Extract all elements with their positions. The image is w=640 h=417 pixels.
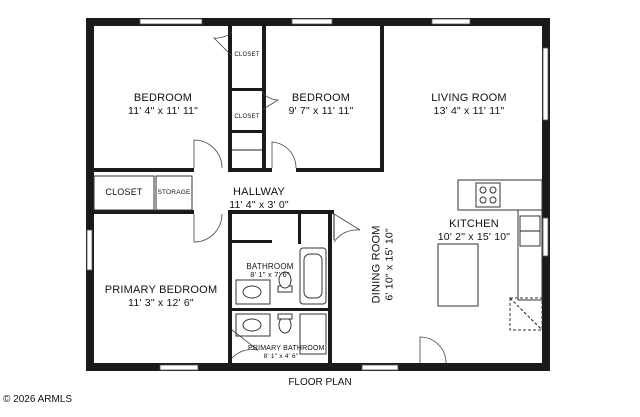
room-label-closet: CLOSET xyxy=(94,187,154,197)
room-dimensions: 11' 4" x 3' 0" xyxy=(229,198,289,211)
window xyxy=(431,18,471,25)
wall-closet xyxy=(262,26,266,168)
room-name: PRIMARY BEDROOM xyxy=(104,284,218,296)
window xyxy=(139,18,203,25)
sink xyxy=(242,285,262,299)
wall-bath-closet xyxy=(298,214,301,244)
room-label-primary-bathroom: PRIMARY BATHROOM 8' 1" x 4' 6" xyxy=(248,345,325,361)
wall-bath-split xyxy=(232,308,328,311)
room-label-living-room: LIVING ROOM 13' 4" x 11' 11" xyxy=(414,92,524,117)
window xyxy=(86,229,93,271)
burner xyxy=(489,186,497,194)
room-name: STORAGE xyxy=(157,189,191,196)
door-swing xyxy=(212,31,233,57)
window xyxy=(542,47,549,121)
room-name: HALLWAY xyxy=(233,186,285,198)
door-swing xyxy=(333,213,361,243)
burner xyxy=(489,196,497,204)
wall-closet xyxy=(228,26,232,168)
room-label-bathroom: BATHROOM 8' 1" x 7' 6" xyxy=(240,262,300,280)
door-swing xyxy=(193,139,223,169)
room-label-closet: CLOSET xyxy=(232,114,262,121)
room-name: CLOSET xyxy=(234,114,260,120)
wall-bedroom-living xyxy=(380,26,384,172)
room-dimensions: 8' 1" x 7' 6" xyxy=(250,270,290,280)
room-label-primary-bedroom: PRIMARY BEDROOM 11' 3" x 12' 6" xyxy=(100,284,222,309)
wall-hall-lower xyxy=(228,210,334,214)
sink xyxy=(242,318,262,332)
room-name: BEDROOM xyxy=(291,92,351,104)
wall-bath xyxy=(228,214,232,363)
window xyxy=(159,364,199,371)
room-dimensions: 10' 2" x 15' 10" xyxy=(437,230,511,243)
room-dimensions: 11' 4" x 11' 11" xyxy=(127,104,199,117)
stove xyxy=(475,182,501,208)
toilet-tank xyxy=(277,313,293,320)
copyright-notice: © 2026 ARMLS xyxy=(3,394,73,405)
storage-box xyxy=(155,175,193,211)
room-name: PRIMARY BATHROOM xyxy=(248,345,325,352)
room-name: CLOSET xyxy=(105,187,143,197)
room-label-closet: CLOSET xyxy=(232,52,262,59)
room-dimensions: 11' 3" x 12' 6" xyxy=(128,296,194,309)
room-name: DINING ROOM xyxy=(370,225,383,304)
wall-bedroom-hall xyxy=(228,168,272,172)
wall-bedroom-hall xyxy=(94,168,194,172)
room-label-kitchen: KITCHEN 10' 2" x 15' 10" xyxy=(424,218,524,243)
bathtub-inner xyxy=(303,253,323,299)
fridge xyxy=(509,297,543,331)
room-name: BATHROOM xyxy=(246,262,294,271)
copyright-text: 2026 ARMLS xyxy=(13,394,73,405)
burner xyxy=(479,196,487,204)
wall-hall-lower xyxy=(94,210,194,214)
door-swing xyxy=(231,329,259,359)
wall-bottom xyxy=(86,363,550,371)
room-dimensions: 8' 1" x 4' 6" xyxy=(263,353,299,361)
room-label-dining-room: DINING ROOM 6' 10" x 15' 10" xyxy=(371,219,396,309)
room-dimensions: 9' 7" x 11' 11" xyxy=(288,104,354,117)
wall-closet xyxy=(232,88,262,91)
room-name: LIVING ROOM xyxy=(431,92,507,104)
wall-right xyxy=(542,18,550,371)
wall-bath xyxy=(328,214,332,363)
shower xyxy=(299,313,327,355)
room-label-storage: STORAGE xyxy=(156,189,192,196)
room-name: KITCHEN xyxy=(449,218,499,230)
window xyxy=(291,18,333,25)
room-dimensions: 13' 4" x 11' 11" xyxy=(433,104,505,117)
wall-closet xyxy=(232,130,262,133)
wall-left xyxy=(86,18,94,371)
door-swing xyxy=(261,91,280,111)
burner xyxy=(479,186,487,194)
window xyxy=(361,364,399,371)
wall-bedroom-hall xyxy=(296,168,384,172)
window xyxy=(542,217,549,257)
closet-box xyxy=(93,175,155,211)
room-dimensions: 6' 10" x 15' 10" xyxy=(383,228,396,301)
wall-bath-closet xyxy=(232,240,272,243)
room-label-hallway: HALLWAY 11' 4" x 3' 0" xyxy=(214,186,304,211)
room-name: BEDROOM xyxy=(133,92,193,104)
room-label-bedroom: BEDROOM 9' 7" x 11' 11" xyxy=(276,92,366,117)
room-name: CLOSET xyxy=(234,52,260,58)
room-label-bedroom: BEDROOM 11' 4" x 11' 11" xyxy=(118,92,208,117)
toilet xyxy=(278,271,292,289)
door-swing xyxy=(419,336,447,364)
kitchen-island xyxy=(437,243,479,307)
floor-plan-title: FLOOR PLAN xyxy=(288,377,352,388)
door-swing xyxy=(193,213,223,243)
door-swing xyxy=(271,141,297,169)
